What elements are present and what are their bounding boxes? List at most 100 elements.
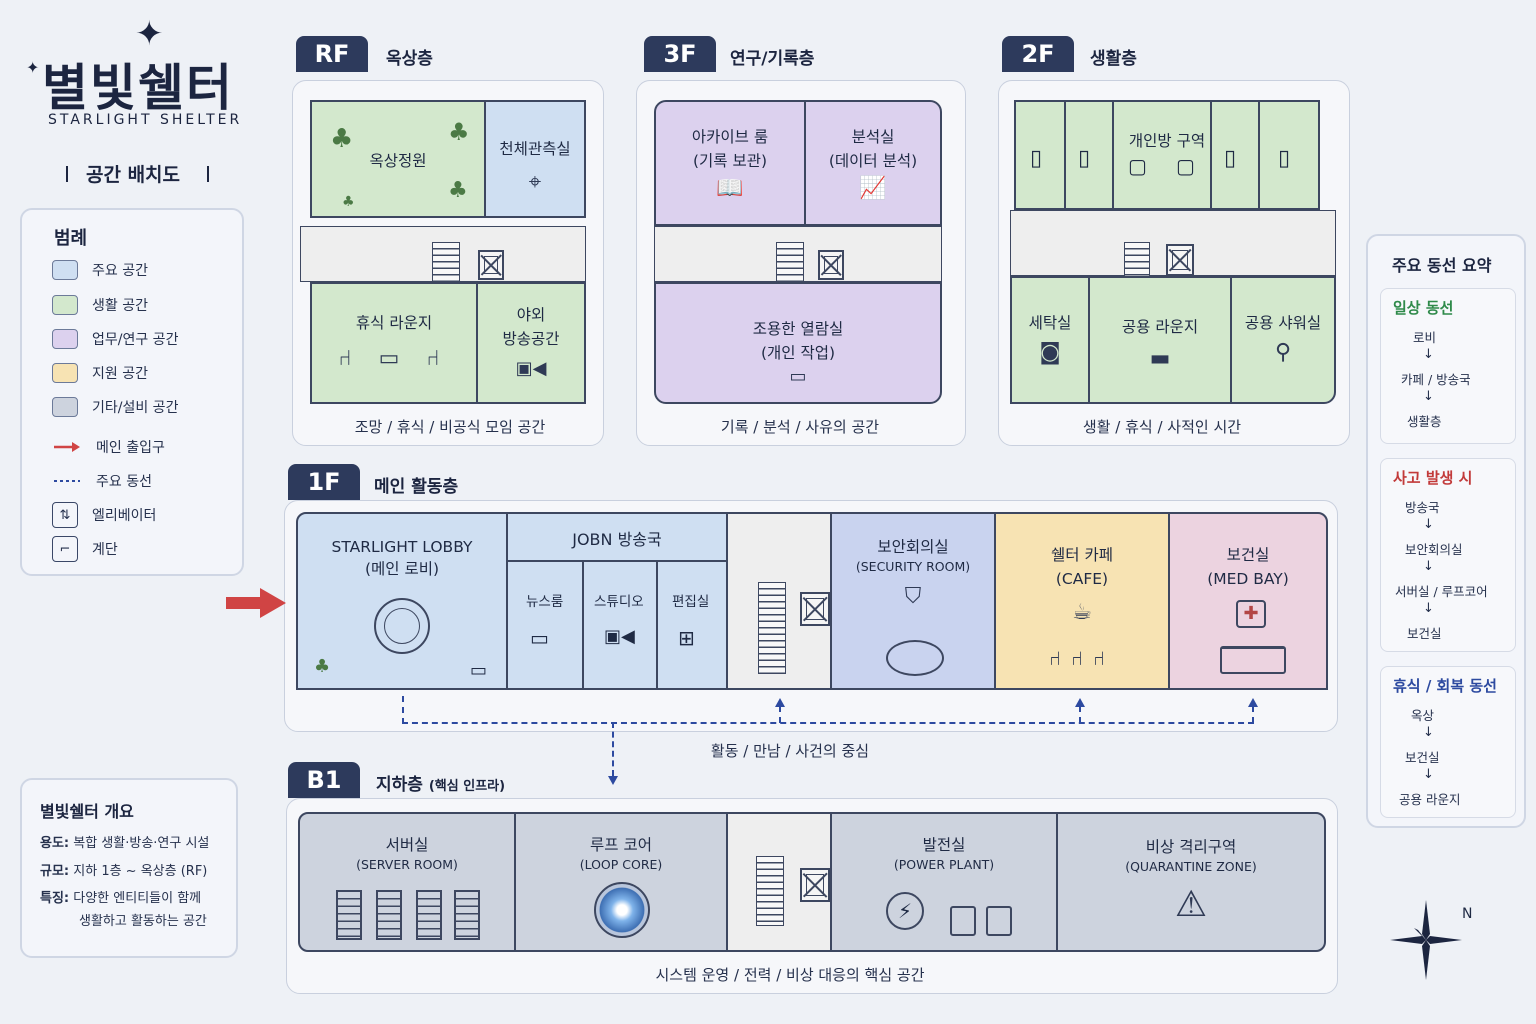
room-divider [1258, 102, 1260, 208]
bed-icon: ▯ [1030, 146, 1043, 171]
server-rack-icon [376, 890, 402, 940]
sub-room-label: 뉴스룸 [526, 594, 564, 610]
route-daily-title: 일상 동선 [1393, 299, 1454, 317]
floor-name-sub: (핵심 인프라) [428, 779, 506, 794]
bed-icon: ▢ [1128, 154, 1147, 178]
overview-key: 특징: [40, 891, 70, 906]
room-analysis[interactable]: 분석실 (데이터 분석) 📈 [804, 100, 942, 226]
room-outdoor-broadcast[interactable]: 야외 방송공간 ▣◀ [476, 282, 586, 404]
legend-item: 기타/설비 공간 [52, 397, 178, 417]
down-arrow-icon: ↓ [1423, 725, 1434, 740]
telescope-icon: ⌖ [528, 170, 542, 195]
caption-b1: 시스템 운영 / 전력 / 비상 대응의 핵심 공간 [655, 966, 925, 984]
room-label: (MED BAY) [1207, 570, 1289, 588]
small-sparkle-icon: ✦ [26, 58, 40, 77]
room-divider [1112, 102, 1114, 208]
room-archive[interactable]: 아카이브 룸 (기록 보관) 📖 [654, 100, 806, 226]
room-divider [1064, 102, 1066, 208]
legend-item: 지원 공간 [52, 363, 148, 383]
room-quarantine[interactable]: 비상 격리구역 (QUARANTINE ZONE) ⚠ [1056, 812, 1326, 952]
down-arrow-icon: ↓ [1423, 389, 1434, 404]
floor-tag-b1: B1 [288, 762, 360, 798]
room-label: 비상 격리구역 [1145, 838, 1237, 856]
down-arrow-icon: ↓ [1423, 767, 1434, 782]
bed-icon: ▢ [1176, 154, 1195, 178]
legend-label: 주요 동선 [96, 474, 152, 490]
down-arrow-icon: ↓ [1423, 559, 1434, 574]
room-lobby[interactable]: STARLIGHT LOBBY (메인 로비) ♣ ▭ [296, 512, 508, 690]
room-common-lounge[interactable]: 공용 라운지 ▬ [1088, 276, 1232, 404]
room-loop-core[interactable]: 루프 코어 (LOOP CORE) [514, 812, 728, 952]
route-line [612, 722, 614, 776]
overview-panel: 별빛쉘터 개요 용도: 복합 생활·방송·연구 시설 규모: 지하 1층 ~ 옥… [20, 778, 238, 958]
floor-tag-rf: RF [296, 36, 368, 72]
room-broadcast-station[interactable]: JOBN 방송국 뉴스룸 스튜디오 편집실 ▭ ▣◀ ⊞ [506, 512, 728, 690]
caption-2f: 생활 / 휴식 / 사적인 시간 [1082, 418, 1242, 436]
down-arrow-icon: ↓ [1423, 347, 1434, 362]
room-server[interactable]: 서버실 (SERVER ROOM) [298, 812, 516, 952]
route-step: 보안회의실 [1405, 542, 1463, 557]
legend-label: 기타/설비 공간 [92, 400, 179, 416]
floor-name-2f: 생활층 [1090, 49, 1137, 69]
sub-room-label: 스튜디오 [594, 594, 644, 610]
room-laundry[interactable]: 세탁실 ◙ [1010, 276, 1090, 404]
legend-swatch [52, 295, 78, 315]
room-observatory[interactable]: 천체관측실 ⌖ [484, 100, 586, 218]
route-line [402, 722, 1254, 724]
room-label: (POWER PLANT) [893, 857, 995, 872]
legend-item-elevator: ⇅ 엘리베이터 [52, 502, 156, 528]
elevator-icon [800, 868, 830, 902]
route-arrow-icon [1248, 698, 1258, 707]
room-shower[interactable]: 공용 샤워실 ⚲ [1230, 276, 1336, 404]
legend-label: 지원 공간 [92, 366, 148, 382]
room-label: 옥상정원 [369, 152, 427, 170]
camera-icon: ▣◀ [515, 358, 547, 379]
room-label: 야외 [516, 306, 546, 324]
route-line [1079, 706, 1081, 723]
overview-key: 용도: [40, 836, 70, 851]
room-power-plant[interactable]: 발전실 (POWER PLANT) ⚡ [830, 812, 1058, 952]
floor-name-b1: 지하층 (핵심 인프라) [376, 770, 505, 795]
route-step: 보건실 [1407, 626, 1442, 641]
legend-item-entrance: 메인 출입구 [52, 437, 165, 457]
down-arrow-icon: ↓ [1423, 601, 1434, 616]
room-rest-lounge[interactable]: 휴식 라운지 ⑁ ▭ ⑁ [310, 282, 478, 404]
room-label: 방송공간 [502, 330, 560, 348]
legend-item: 주요 공간 [52, 260, 148, 280]
mixer-icon: ⊞ [678, 626, 695, 650]
camera-icon: ▣◀ [604, 626, 635, 647]
room-label: 조용한 열람실 [752, 320, 844, 338]
route-step: 옥상 [1411, 708, 1435, 723]
room-label: 세탁실 [1028, 314, 1072, 332]
room-reading[interactable]: 조용한 열람실 (개인 작업) ▭ [654, 282, 942, 404]
medical-cross-icon: ✚ [1236, 600, 1266, 628]
elevator-icon [800, 592, 830, 626]
room-private-zone[interactable]: 개인방 구역 ▯ ▯ ▢ ▢ ▯ ▯ [1014, 100, 1320, 210]
map-title: 공간 배치도 [86, 164, 181, 186]
legend-label: 메인 출입구 [96, 440, 165, 456]
room-label: (SERVER ROOM) [356, 857, 458, 872]
room-label: 발전실 [922, 836, 966, 854]
room-security[interactable]: 보안회의실 (SECURITY ROOM) ⛉ [830, 512, 996, 690]
compass-north: N [1462, 906, 1473, 922]
floor-tag-1f: 1F [288, 464, 360, 500]
route-line [779, 706, 781, 723]
room-med-bay[interactable]: 보건실 (MED BAY) ✚ [1168, 512, 1328, 690]
shower-icon: ⚲ [1274, 340, 1292, 365]
room-rooftop-garden[interactable]: 옥상정원 ♣ ♣ ♣ ♣ [310, 100, 486, 218]
chair-icon: ⑁⑁⑁ [1049, 646, 1115, 670]
down-arrow-icon: ↓ [1423, 517, 1434, 532]
floor-name-3f: 연구/기록층 [730, 49, 815, 69]
elevator-icon [1166, 244, 1194, 276]
room-label: 루프 코어 [590, 836, 652, 854]
room-label: 천체관측실 [499, 140, 571, 158]
overview-key: 규모: [40, 864, 70, 879]
room-label: 보안회의실 [877, 538, 949, 556]
overview-feature-cont: 생활하고 활동하는 공간 [79, 914, 207, 929]
stairs-icon: ⌐ [52, 536, 78, 562]
legend-label: 생활 공간 [92, 298, 148, 314]
room-cafe[interactable]: 쉘터 카페 (CAFE) ☕ ⑁⑁⑁ [994, 512, 1170, 690]
legend-label: 계단 [92, 542, 118, 558]
server-rack-icon [454, 890, 480, 940]
room-label: (기록 보관) [692, 152, 768, 170]
